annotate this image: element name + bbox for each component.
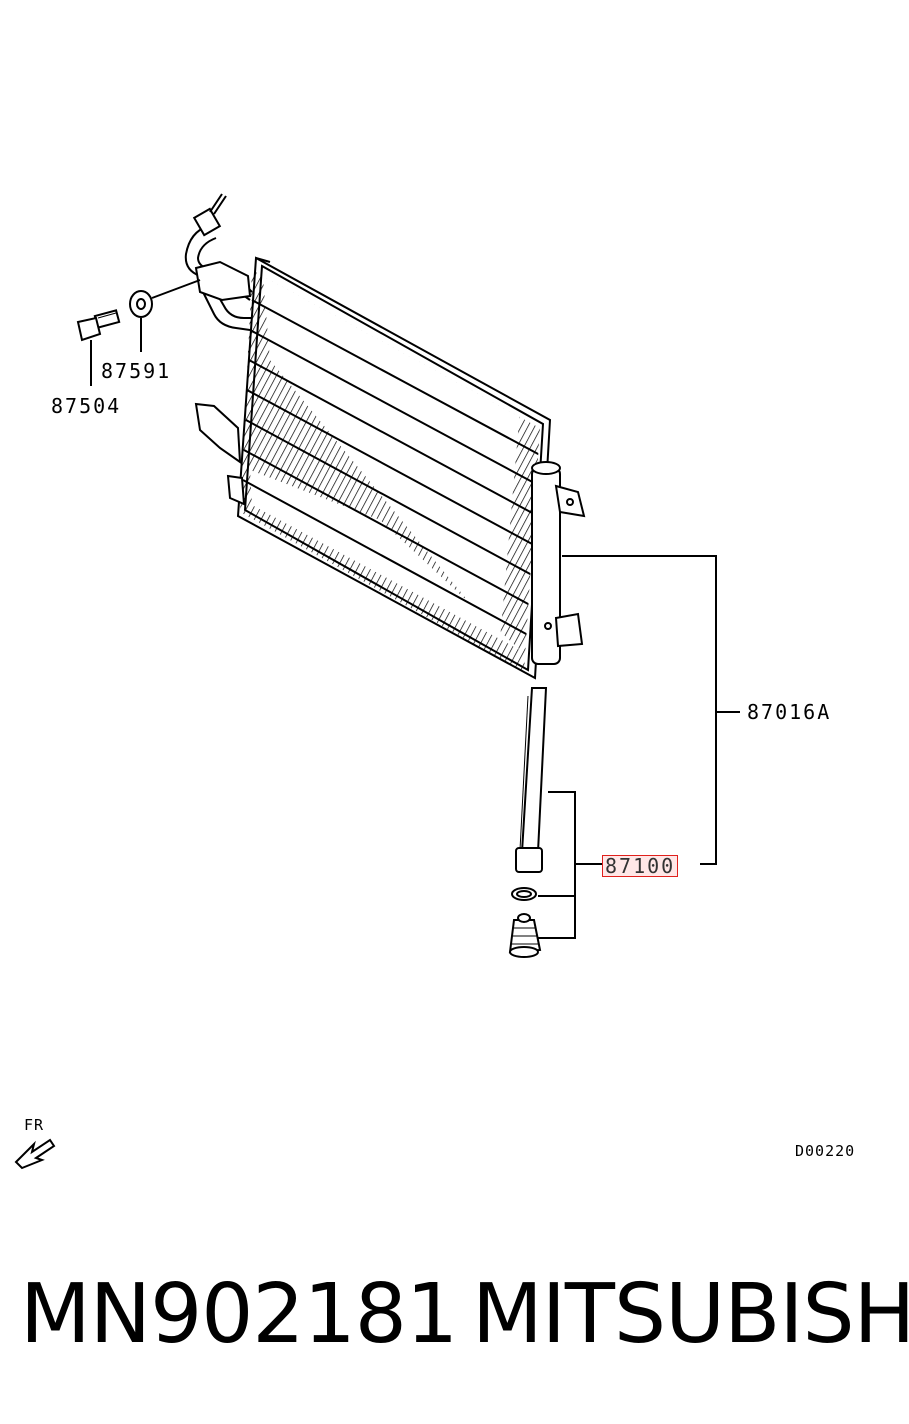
label-87591: 87591	[101, 359, 172, 383]
drier-plug	[508, 913, 542, 958]
diagram-code: D00220	[795, 1142, 856, 1160]
leader-lines	[90, 279, 740, 939]
washer-87591	[129, 290, 153, 318]
drier-cartridge	[511, 687, 548, 901]
label-87504: 87504	[51, 394, 122, 418]
bolt-87504	[76, 309, 121, 342]
part-number: MN902181	[20, 1267, 458, 1362]
front-label: FR	[24, 1116, 45, 1134]
front-arrow-icon	[14, 1138, 56, 1170]
label-87100-highlighted: 87100	[602, 855, 679, 877]
brand-name: MITSUBISHI	[472, 1267, 909, 1362]
condenser-assembly	[184, 193, 586, 680]
label-87016A: 87016A	[747, 700, 832, 724]
